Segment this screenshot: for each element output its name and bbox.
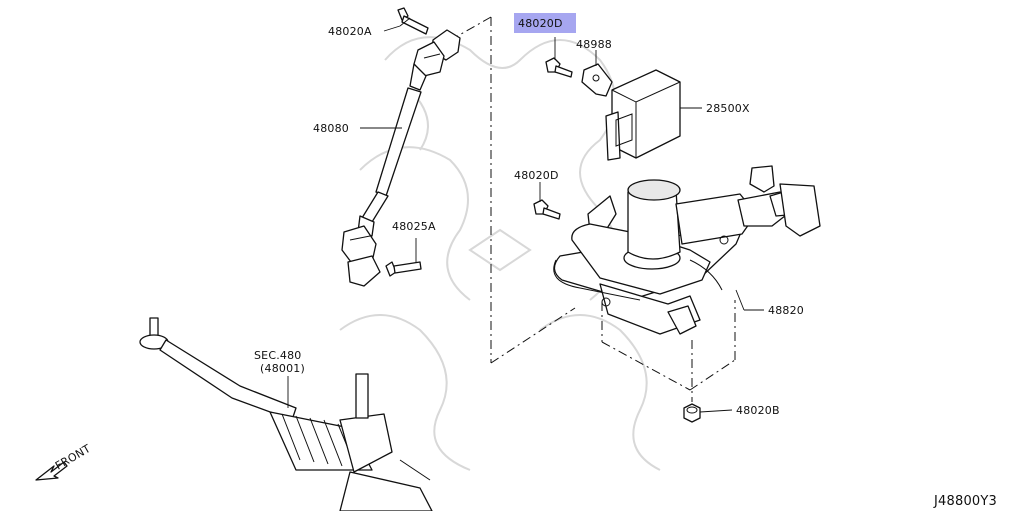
callout-48025a[interactable]: 48025A (392, 220, 436, 233)
intermediate-shaft (341, 29, 461, 287)
steering-gear-rack (139, 317, 433, 511)
callout-28500x[interactable]: 28500X (706, 102, 750, 115)
callout-48020d[interactable]: 48020D (514, 169, 559, 182)
nut-48020b (683, 403, 701, 423)
callout-highlight (514, 13, 576, 33)
bolt-48020a (397, 7, 429, 35)
leader-lines (287, 17, 764, 413)
callout-48080[interactable]: 48080 (313, 122, 349, 135)
callout-48988[interactable]: 48988 (576, 38, 612, 51)
front-arrow-icon (35, 461, 68, 481)
bracket-48988 (581, 63, 613, 97)
callout-48020d-highlighted[interactable]: 48020D (518, 17, 563, 30)
callout-labels: 48020A 48020D 48988 28500X 48080 48020D … (53, 17, 997, 509)
bolt-48025a (385, 261, 422, 277)
control-unit-28500x (605, 69, 681, 161)
callout-sec-480-ref: (48001) (260, 362, 305, 375)
bolt-48020d-mid (533, 199, 561, 220)
callout-48820[interactable]: 48820 (768, 304, 804, 317)
callout-48020b[interactable]: 48020B (736, 404, 780, 417)
bolt-48020d-top (545, 57, 573, 78)
callout-48020a[interactable]: 48020A (328, 25, 372, 38)
front-label: FRONT (53, 442, 93, 473)
callout-sec-480[interactable]: SEC.480 (254, 349, 302, 362)
figure-code: J48800Y3 (933, 494, 997, 509)
steering-column-assembly (553, 165, 821, 335)
assembly-guide-lines (453, 16, 736, 402)
